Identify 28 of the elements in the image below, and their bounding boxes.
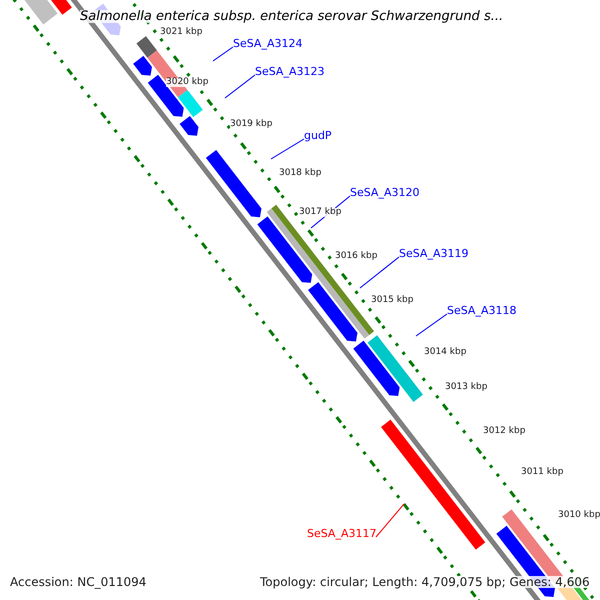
leader-line	[376, 504, 404, 538]
scale-label: 3010 kbp	[558, 511, 600, 520]
scale-label: 3012 kbp	[483, 427, 526, 436]
leader-line	[212, 46, 234, 62]
leader-line	[270, 138, 304, 160]
scale-label: 3013 kbp	[445, 383, 488, 392]
leader-line	[360, 256, 400, 288]
info-text: Accession: NC_011094	[10, 576, 146, 588]
scale-label: 3018 kbp	[279, 169, 322, 178]
scale-label: 3017 kbp	[299, 208, 342, 217]
scale-label: 3015 kbp	[371, 296, 414, 305]
title: Salmonella enterica subsp. enterica serovar Schwarzengrund s...	[80, 10, 504, 23]
scale-label: 3011 kbp	[521, 468, 564, 477]
leader-line	[224, 74, 256, 98]
leader-line	[416, 314, 448, 336]
info-text: Topology: circular; Length: 4,709,075 bp; Genes: 4,606	[260, 576, 590, 588]
gene-label: SeSA_A3124	[233, 38, 302, 49]
gene-label: SeSA_A3117	[307, 528, 376, 539]
scale-label: 3019 kbp	[230, 120, 272, 129]
scale-label: 3014 kbp	[424, 348, 466, 357]
scale-label: 3021 kbp	[160, 28, 202, 37]
gene-label: SeSA_A3119	[399, 248, 468, 259]
gene-label: gudP	[304, 130, 332, 141]
gene-label: SeSA_A3120	[350, 187, 420, 198]
scale-label: 3016 kbp	[335, 252, 378, 261]
gene-label: SeSA_A3123	[255, 66, 324, 77]
gene-label: SeSA_A3118	[447, 305, 516, 316]
scale-label: 3020 kbp	[166, 78, 208, 87]
